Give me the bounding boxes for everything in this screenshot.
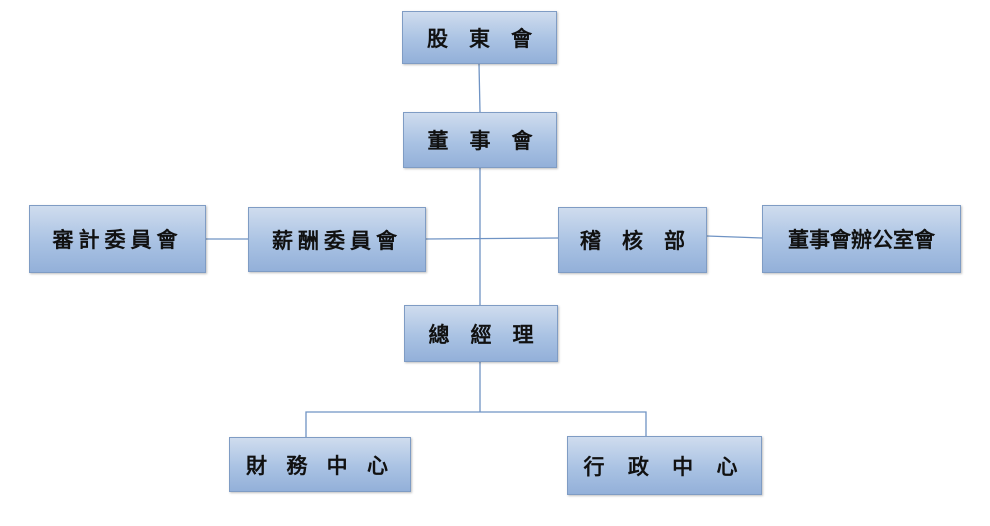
audit-committee-box: 審計委員會 [29,205,206,273]
general-manager-label: 總 經 理 [428,321,534,347]
admin-center-label: 行 政 中 心 [583,453,746,479]
shareholders-meeting-box: 股 東 會 [402,11,557,64]
line-audit-dept-to-secretariat [706,235,763,239]
internal-audit-label: 稽 核 部 [580,228,685,253]
finance-center-label: 財 務 中 心 [246,452,394,478]
board-secretariat-box: 董事會辦公室會 [762,205,961,273]
line-remuneration-to-audit-dept [425,237,559,240]
admin-center-box: 行 政 中 心 [567,436,762,495]
line-shareholders-to-board [478,63,481,113]
shareholders-meeting-label: 股 東 會 [427,25,532,51]
internal-audit-box: 稽 核 部 [558,207,707,273]
remuneration-committee-label: 薪酬委員會 [272,227,402,253]
general-manager-box: 總 經 理 [404,305,558,362]
line-centers-bracket [305,411,647,437]
board-secretariat-label: 董事會辦公室會 [788,227,935,252]
board-of-directors-label: 董 事 會 [427,128,533,153]
audit-committee-label: 審計委員會 [52,227,183,252]
board-of-directors-box: 董 事 會 [403,112,557,168]
finance-center-box: 財 務 中 心 [229,437,411,492]
remuneration-committee-box: 薪酬委員會 [248,207,426,272]
